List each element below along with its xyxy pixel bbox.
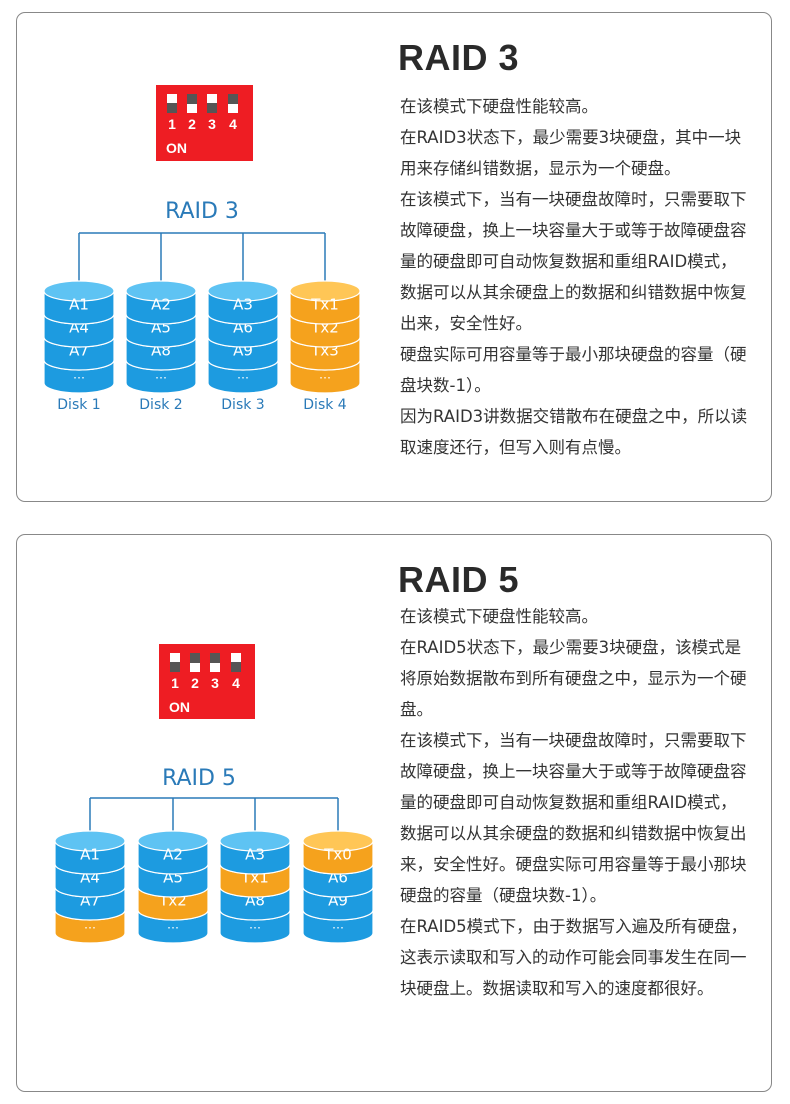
description-paragraph: 在该模式下硬盘性能较高。 — [400, 607, 598, 626]
dip-switch-toggle — [170, 653, 180, 672]
dip-switch-toggle — [167, 94, 177, 113]
disk-block-label: A3 — [233, 295, 253, 313]
dip-switch-toggle — [190, 653, 200, 672]
disk-label: Disk 4 — [303, 397, 347, 413]
disk-block-label: A2 — [151, 295, 171, 313]
diagram-title: RAID 3 — [165, 199, 239, 224]
description-paragraph: 在该模式下，当有一块硬盘故障时，只需要取下故障硬盘，换上一块容量大于或等于故障硬… — [400, 731, 747, 905]
dip-switch-number: 2 — [188, 116, 196, 132]
disk-block-label: … — [249, 917, 261, 931]
disk-label: Disk 3 — [221, 397, 264, 413]
description-paragraph: 在RAID5模式下，由于数据写入遍及所有硬盘，这表示读取和写入的动作可能会同事发… — [400, 917, 748, 998]
dip-switch-toggle — [207, 94, 217, 113]
dip-switch-number: 3 — [208, 116, 216, 132]
raid5-title: RAID 5 — [398, 559, 520, 600]
raid3-description: 在该模式下硬盘性能较高。在RAID3状态下，最少需要3块硬盘，其中一块用来存储纠… — [400, 91, 752, 463]
disk-block-label: A1 — [69, 295, 89, 313]
disk-block-label: A1 — [80, 845, 100, 863]
disk-block-label: … — [167, 917, 179, 931]
description-paragraph: 在该模式下硬盘性能较高。 — [400, 97, 598, 116]
disk-layer-top — [302, 830, 374, 852]
disk-block-label: Tx1 — [310, 295, 339, 313]
dip-switch-toggle — [187, 94, 197, 113]
description-paragraph: 在该模式下，当有一块硬盘故障时，只需要取下故障硬盘，换上一块容量大于或等于故障硬… — [400, 190, 747, 333]
disk-label: Disk 2 — [139, 397, 182, 413]
dip-switch-toggle — [231, 653, 241, 672]
dip-switch-number: 2 — [191, 675, 199, 691]
raid5-description: 在该模式下硬盘性能较高。在RAID5状态下，最少需要3块硬盘，该模式是将原始数据… — [400, 601, 752, 1004]
dip-switch-number: 4 — [229, 116, 237, 132]
disk-layer-top — [54, 830, 126, 852]
disk-layer-top — [43, 280, 115, 302]
dip-switch-number: 1 — [168, 116, 176, 132]
disk-label: Disk 1 — [57, 397, 100, 413]
disk-block-label: … — [237, 367, 249, 381]
dip-switch-number: 4 — [232, 675, 240, 691]
raid3-title: RAID 3 — [398, 37, 520, 78]
dip-switch-on-label: ON — [166, 140, 187, 156]
dip-switch-toggle — [210, 653, 220, 672]
disk-block-label: … — [84, 917, 96, 931]
disk-block-label: Tx0 — [323, 845, 352, 863]
diagram-title: RAID 5 — [162, 766, 236, 791]
disk-layer-top — [289, 280, 361, 302]
dip-switch-number: 1 — [171, 675, 179, 691]
dip-switch-on-label: ON — [169, 699, 190, 715]
disk-block-label: A2 — [163, 845, 183, 863]
disk-block-label: A3 — [245, 845, 265, 863]
description-paragraph: 硬盘实际可用容量等于最小那块硬盘的容量（硬盘块数-1）。 — [400, 345, 747, 395]
disk-block-label: … — [319, 367, 331, 381]
disk-block-label: … — [332, 917, 344, 931]
disk-layer-top — [207, 280, 279, 302]
dip-switch-toggle — [228, 94, 238, 113]
description-paragraph: 在RAID3状态下，最少需要3块硬盘，其中一块用来存储纠错数据，显示为一个硬盘。 — [400, 128, 742, 178]
dip-switch-number: 3 — [211, 675, 219, 691]
disk-block-label: … — [73, 367, 85, 381]
disk-layer-top — [137, 830, 209, 852]
description-paragraph: 在RAID5状态下，最少需要3块硬盘，该模式是将原始数据散布到所有硬盘之中，显示… — [400, 638, 747, 719]
disk-block-label: … — [155, 367, 167, 381]
description-paragraph: 因为RAID3讲数据交错散布在硬盘之中，所以读取速度还行，但写入则有点慢。 — [400, 407, 748, 457]
disk-layer-top — [219, 830, 291, 852]
disk-layer-top — [125, 280, 197, 302]
